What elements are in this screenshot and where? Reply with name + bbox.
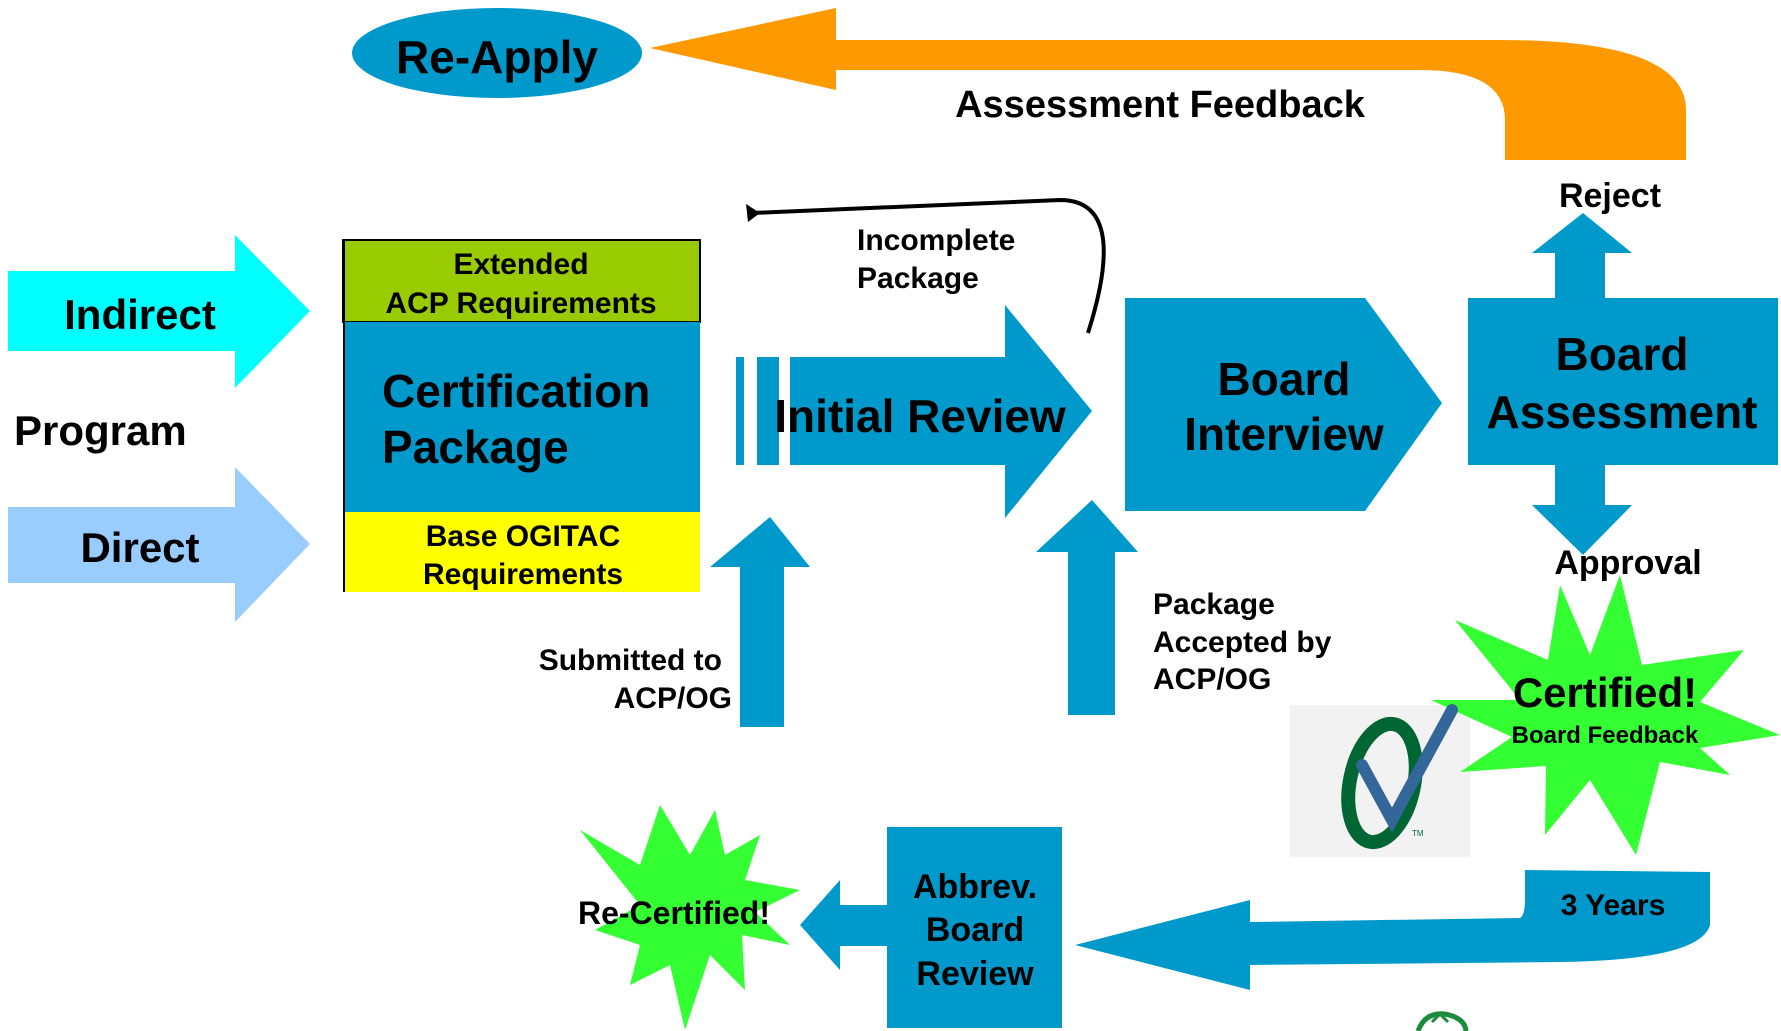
- certification-package-line1: Certification: [382, 365, 650, 417]
- certified-burst: [1431, 575, 1780, 855]
- certification-package-box: [343, 322, 700, 512]
- extended-requirements-box: [342, 239, 701, 323]
- abbrev-line3: Review: [916, 955, 1034, 993]
- base-line2: Requirements: [423, 558, 623, 591]
- abbrev-line1: Abbrev.: [913, 868, 1037, 906]
- re-certified-label: Re-Certified!: [578, 895, 770, 931]
- accepted-line1: Package: [1153, 588, 1275, 621]
- re-certify-left-arrow: [800, 880, 887, 970]
- initial-review-stripe-1: [736, 357, 744, 465]
- incomplete-line2: Package: [857, 262, 979, 295]
- initial-review-arrow: [790, 305, 1092, 518]
- three-years-label: 3 Years: [1561, 889, 1666, 922]
- incomplete-loop-arrowhead: [746, 204, 760, 222]
- checkmark-logo-icon: TM: [1341, 704, 1458, 850]
- accepted-line3: ACP/OG: [1153, 663, 1271, 696]
- approval-label: Approval: [1554, 544, 1701, 582]
- recycle-logo-icon: [1415, 1011, 1469, 1031]
- extended-line2: ACP Requirements: [385, 287, 656, 320]
- board-feedback-label: Board Feedback: [1512, 722, 1699, 749]
- board-interview-shape: [1125, 298, 1442, 511]
- direct-arrow: [8, 467, 310, 622]
- assessment-feedback-label: Assessment Feedback: [955, 84, 1366, 126]
- re-apply-ellipse: [352, 8, 642, 98]
- indirect-arrow: [8, 235, 310, 388]
- certification-package-line2: Package: [382, 421, 569, 473]
- up-arrow-accepted: [1036, 500, 1138, 715]
- submitted-line1: Submitted to: [539, 644, 722, 677]
- board-assessment-line2: Assessment: [1486, 386, 1757, 438]
- initial-review-stripe-2: [757, 357, 779, 465]
- accepted-line2: Accepted by: [1153, 626, 1332, 659]
- assessment-feedback-arrow: [650, 8, 1686, 160]
- board-interview-line2: Interview: [1184, 408, 1384, 460]
- incomplete-loop-line: [751, 197, 1106, 334]
- base-requirements-box: [343, 512, 700, 592]
- abbrev-line2: Board: [926, 911, 1024, 949]
- re-certified-burst: [580, 805, 800, 1030]
- three-years-return-arrow: [1075, 870, 1710, 990]
- re-apply-label: Re-Apply: [396, 31, 598, 83]
- abbrev-board-review-box: [887, 827, 1062, 1028]
- certified-label: Certified!: [1513, 669, 1697, 716]
- incomplete-line1: Incomplete: [857, 224, 1015, 257]
- svg-text:TM: TM: [1412, 829, 1424, 838]
- board-interview-line1: Board: [1218, 353, 1351, 405]
- initial-review-label: Initial Review: [774, 390, 1066, 442]
- indirect-label: Indirect: [64, 291, 216, 338]
- extended-line1: Extended: [453, 248, 588, 281]
- submitted-line2: ACP/OG: [614, 682, 732, 715]
- direct-label: Direct: [80, 524, 199, 571]
- board-assessment-shape: [1468, 213, 1778, 555]
- board-assessment-line1: Board: [1556, 328, 1689, 380]
- reject-label: Reject: [1559, 177, 1661, 215]
- base-line1: Base OGITAC: [426, 520, 621, 553]
- submitted-up-arrow: [710, 517, 810, 727]
- program-label: Program: [14, 407, 187, 454]
